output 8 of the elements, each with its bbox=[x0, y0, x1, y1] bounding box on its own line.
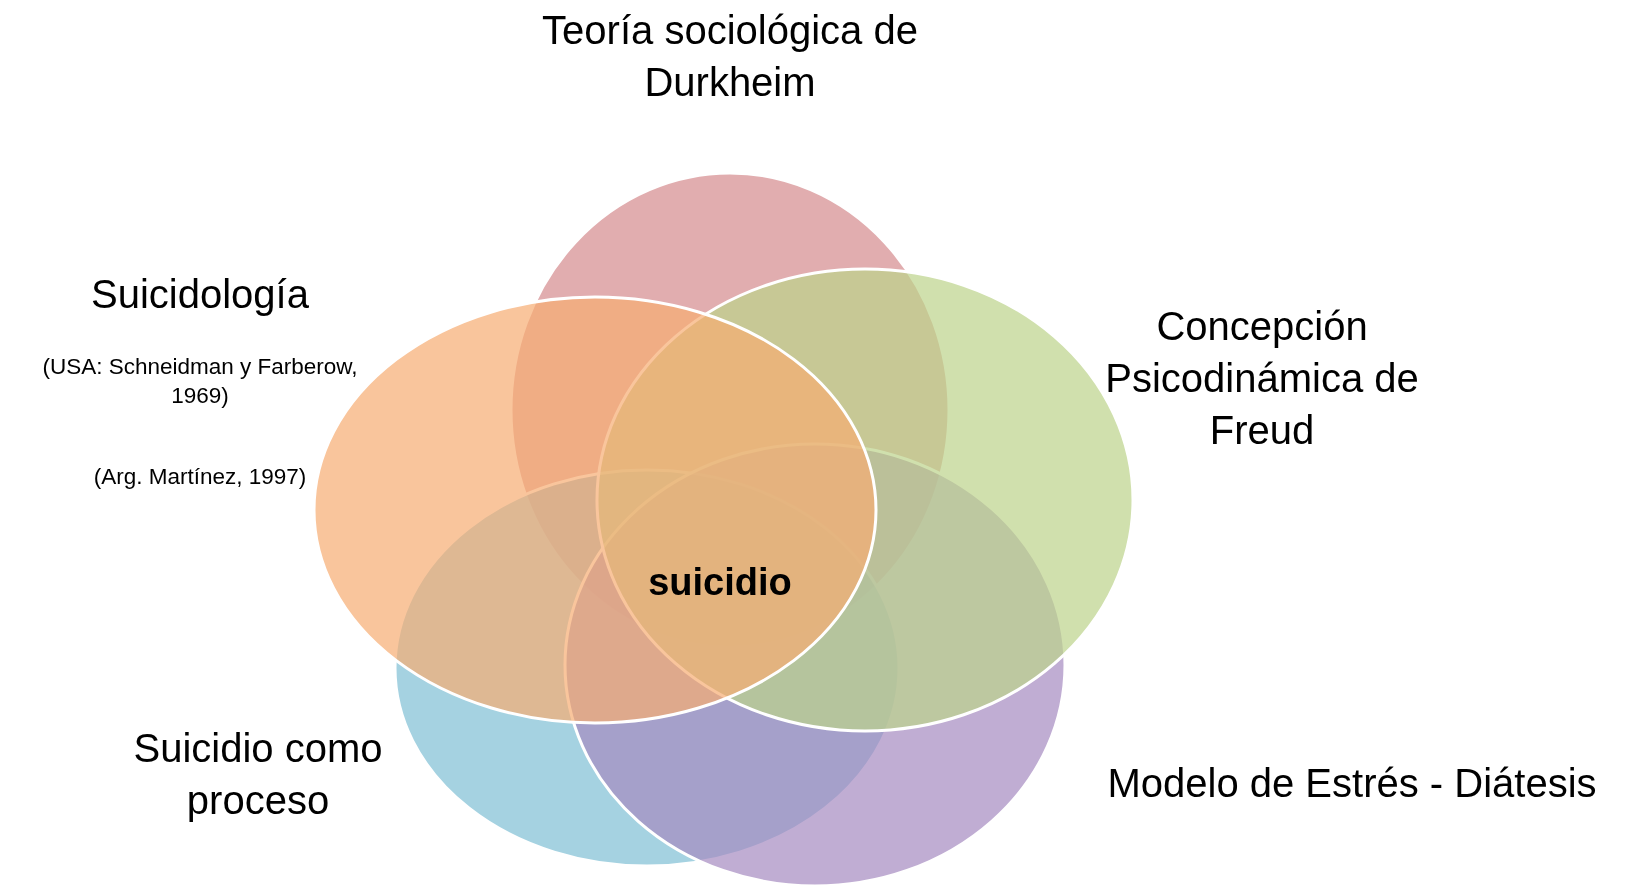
ellipse-title: Suicidio como proceso bbox=[132, 725, 384, 824]
ellipse-note: (Arg. Martínez, 1997) bbox=[92, 463, 308, 491]
ellipse-title: Teoría sociológica de Durkheim bbox=[541, 7, 919, 106]
ellipse-title: Concepción Psicodinámica de Freud bbox=[1104, 303, 1420, 454]
ellipse-note: (USA: Schneidman y Farberow, 1969) bbox=[41, 353, 359, 411]
ellipse-title: Suicidología bbox=[90, 271, 310, 318]
center-label: suicidio bbox=[648, 560, 792, 605]
ellipse-title: Modelo de Estrés - Diátesis bbox=[1106, 760, 1598, 807]
